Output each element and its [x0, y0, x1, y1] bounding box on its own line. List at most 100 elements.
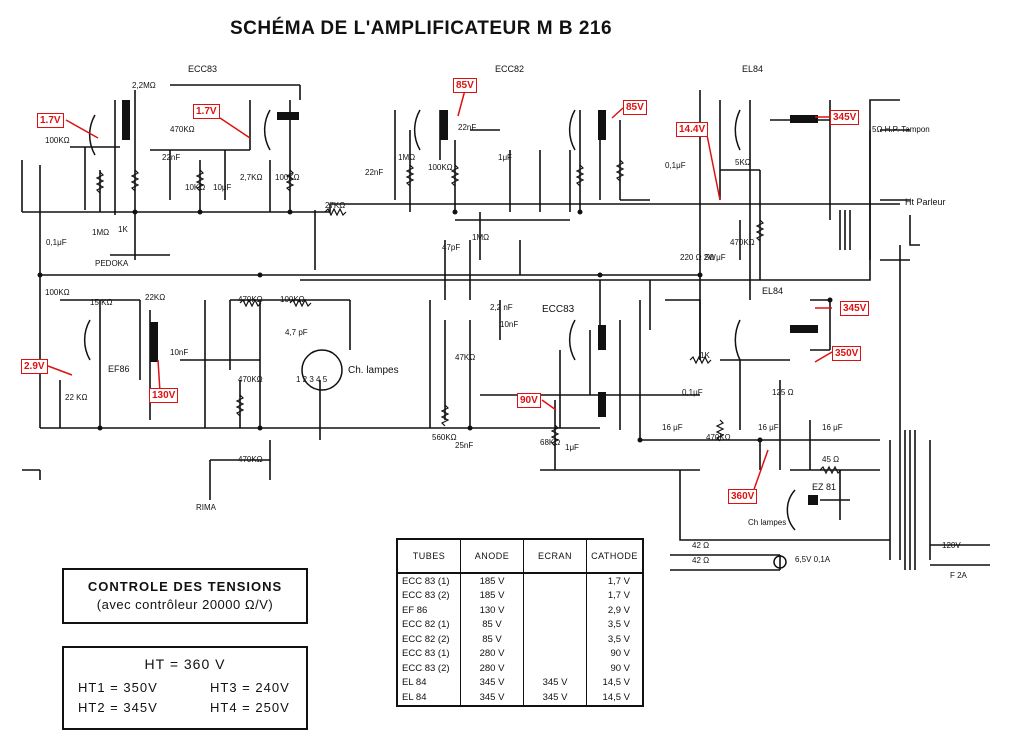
table-row: ECC 82 (1) 85 V 3,5 V	[396, 617, 644, 632]
voltage-control-box: CONTROLE DES TENSIONS (avec contrôleur 2…	[62, 568, 308, 624]
r470k-d-label: 470KΩ	[730, 238, 755, 247]
r100k-c-label: 100KΩ	[45, 288, 70, 297]
hp-tampon-label: 5Ω H.P. Tampon	[872, 125, 930, 134]
r15k-label: 15 KΩ	[90, 298, 112, 307]
ecran-cell	[523, 661, 587, 676]
table-row: ECC 83 (1) 185 V 1,7 V	[396, 573, 644, 589]
ecran-cell	[523, 632, 587, 647]
table-row: ECC 83 (2) 280 V 90 V	[396, 661, 644, 676]
ecran-cell: 345 V	[523, 690, 587, 706]
ht-voltage-box: HT = 360 V HT1 = 350V HT2 = 345V HT3 = 2…	[62, 646, 308, 730]
cathode-cell: 2,9 V	[586, 603, 644, 618]
c50uf-label: 50 μF	[705, 253, 726, 262]
c22nf-a-label: 22nF	[162, 153, 180, 162]
r5k-label: 5KΩ	[735, 158, 751, 167]
voltage-tag: 130V	[149, 388, 179, 403]
r2-7k-label: 2,7KΩ	[240, 173, 262, 182]
voltage-tag: 360V	[728, 489, 758, 504]
rima-label: RIMA	[196, 503, 217, 512]
r1k-label: 1K	[118, 225, 128, 234]
column-header-tubes: TUBES	[396, 538, 461, 574]
tube-cell: EL 84	[396, 675, 461, 690]
column-header-cathode: CATHODE	[586, 538, 644, 574]
r1k-b-label: 1K	[700, 351, 710, 360]
ch-lampes-b-label: Ch lampes	[748, 518, 786, 527]
ecran-cell	[523, 573, 587, 589]
cathode-cell: 14,5 V	[586, 690, 644, 706]
anode-cell: 185 V	[460, 573, 524, 589]
r220-label: 220 Ω 2W	[680, 253, 716, 262]
voltage-tag: 2.9V	[21, 359, 48, 374]
c25nf-label: 25nF	[455, 441, 473, 450]
fuse-label: F 2A	[950, 571, 968, 580]
r10k-a-label: 10KΩ	[185, 183, 205, 192]
pedoka-label: PEDOKA	[95, 259, 129, 268]
c47pf-label: 4,7 pF	[285, 328, 308, 337]
r100k-in-label: 100KΩ	[45, 136, 70, 145]
cathode-cell: 1,7 V	[586, 573, 644, 589]
c22nf-c-label: 22nF	[365, 168, 383, 177]
anode-cell: 345 V	[460, 690, 524, 706]
tube-cell: ECC 83 (2)	[396, 588, 461, 603]
tube-cell: ECC 83 (2)	[396, 661, 461, 676]
voltage-tag: 90V	[517, 393, 541, 408]
r68k-label: 68KΩ	[540, 438, 560, 447]
pin-numbers-label: 1 2 3 4 5	[296, 375, 328, 384]
table-row: EL 84 345 V 345 V 14,5 V	[396, 675, 644, 690]
ecc83-mid-label: ECC83	[542, 304, 575, 315]
r22k-b-label: 22KΩ	[145, 293, 165, 302]
r470k-pot-label: 470KΩ	[238, 295, 263, 304]
ecran-cell	[523, 617, 587, 632]
anode-cell: 185 V	[460, 588, 524, 603]
anode-cell: 345 V	[460, 675, 524, 690]
c0-1uf-c-label: 0,1μF	[682, 388, 703, 397]
voltage-tag: 350V	[832, 346, 862, 361]
ht1-value: HT1 = 350V	[78, 680, 158, 695]
c1uf-label: 1μF	[498, 153, 512, 162]
voltage-tag: 85V	[453, 78, 477, 93]
ht-main-value: HT = 360 V	[144, 656, 226, 672]
table-row: ECC 83 (2) 185 V 1,7 V	[396, 588, 644, 603]
column-header-anode: ANODE	[460, 538, 524, 574]
cathode-cell: 90 V	[586, 661, 644, 676]
c2-2nf-label: 2,2 nF	[490, 303, 513, 312]
ecran-cell: 345 V	[523, 675, 587, 690]
anode-cell: 280 V	[460, 646, 524, 661]
voltage-tag: 85V	[623, 100, 647, 115]
schematic-title: SCHÉMA DE L'AMPLIFICATEUR M B 216	[230, 18, 613, 39]
r560k-label: 560KΩ	[432, 433, 457, 442]
ecc82-top-label: ECC82	[495, 64, 524, 74]
ecc83-top-label: ECC83	[188, 64, 217, 74]
column-header-ecran: ECRAN	[523, 538, 587, 574]
voltage-tag: 1.7V	[193, 104, 220, 119]
r47k-label: 47KΩ	[455, 353, 475, 362]
ht2-value: HT2 = 345V	[78, 700, 158, 715]
tube-cell: ECC 83 (1)	[396, 573, 461, 589]
control-box-heading: CONTROLE DES TENSIONS	[87, 579, 283, 594]
c16uf-a-label: 16 μF	[662, 423, 683, 432]
r470k-e-label: 470KΩ	[706, 433, 731, 442]
table-header-row: TUBES ANODE ECRAN CATHODE	[396, 538, 644, 574]
voltage-tag: 345V	[840, 301, 870, 316]
ch-lampes-label: Ch. lampes	[348, 365, 399, 376]
c22nf-b-label: 22nF	[458, 123, 476, 132]
r1m-label: 1MΩ	[92, 228, 109, 237]
c16uf-b-label: 16 μF	[758, 423, 779, 432]
ecran-cell	[523, 646, 587, 661]
cathode-cell: 14,5 V	[586, 675, 644, 690]
voltage-tag: 345V	[830, 110, 860, 125]
c0-1uf-b-label: 0,1μF	[665, 161, 686, 170]
ef86-label: EF86	[108, 364, 130, 374]
anode-cell: 280 V	[460, 661, 524, 676]
r100k-pot-label: 100KΩ	[280, 295, 305, 304]
tube-cell: EF 86	[396, 603, 461, 618]
c47pf-b-label: 47pF	[442, 243, 460, 252]
tube-cell: ECC 83 (1)	[396, 646, 461, 661]
ht3-value: HT3 = 240V	[210, 680, 290, 695]
tube-cell: ECC 82 (1)	[396, 617, 461, 632]
tube-voltage-table: TUBES ANODE ECRAN CATHODE ECC 83 (1) 185…	[396, 538, 644, 707]
table-row: EF 86 130 V 2,9 V	[396, 603, 644, 618]
r1m-c-label: 1MΩ	[472, 233, 489, 242]
r470k-c-label: 470KΩ	[238, 455, 263, 464]
